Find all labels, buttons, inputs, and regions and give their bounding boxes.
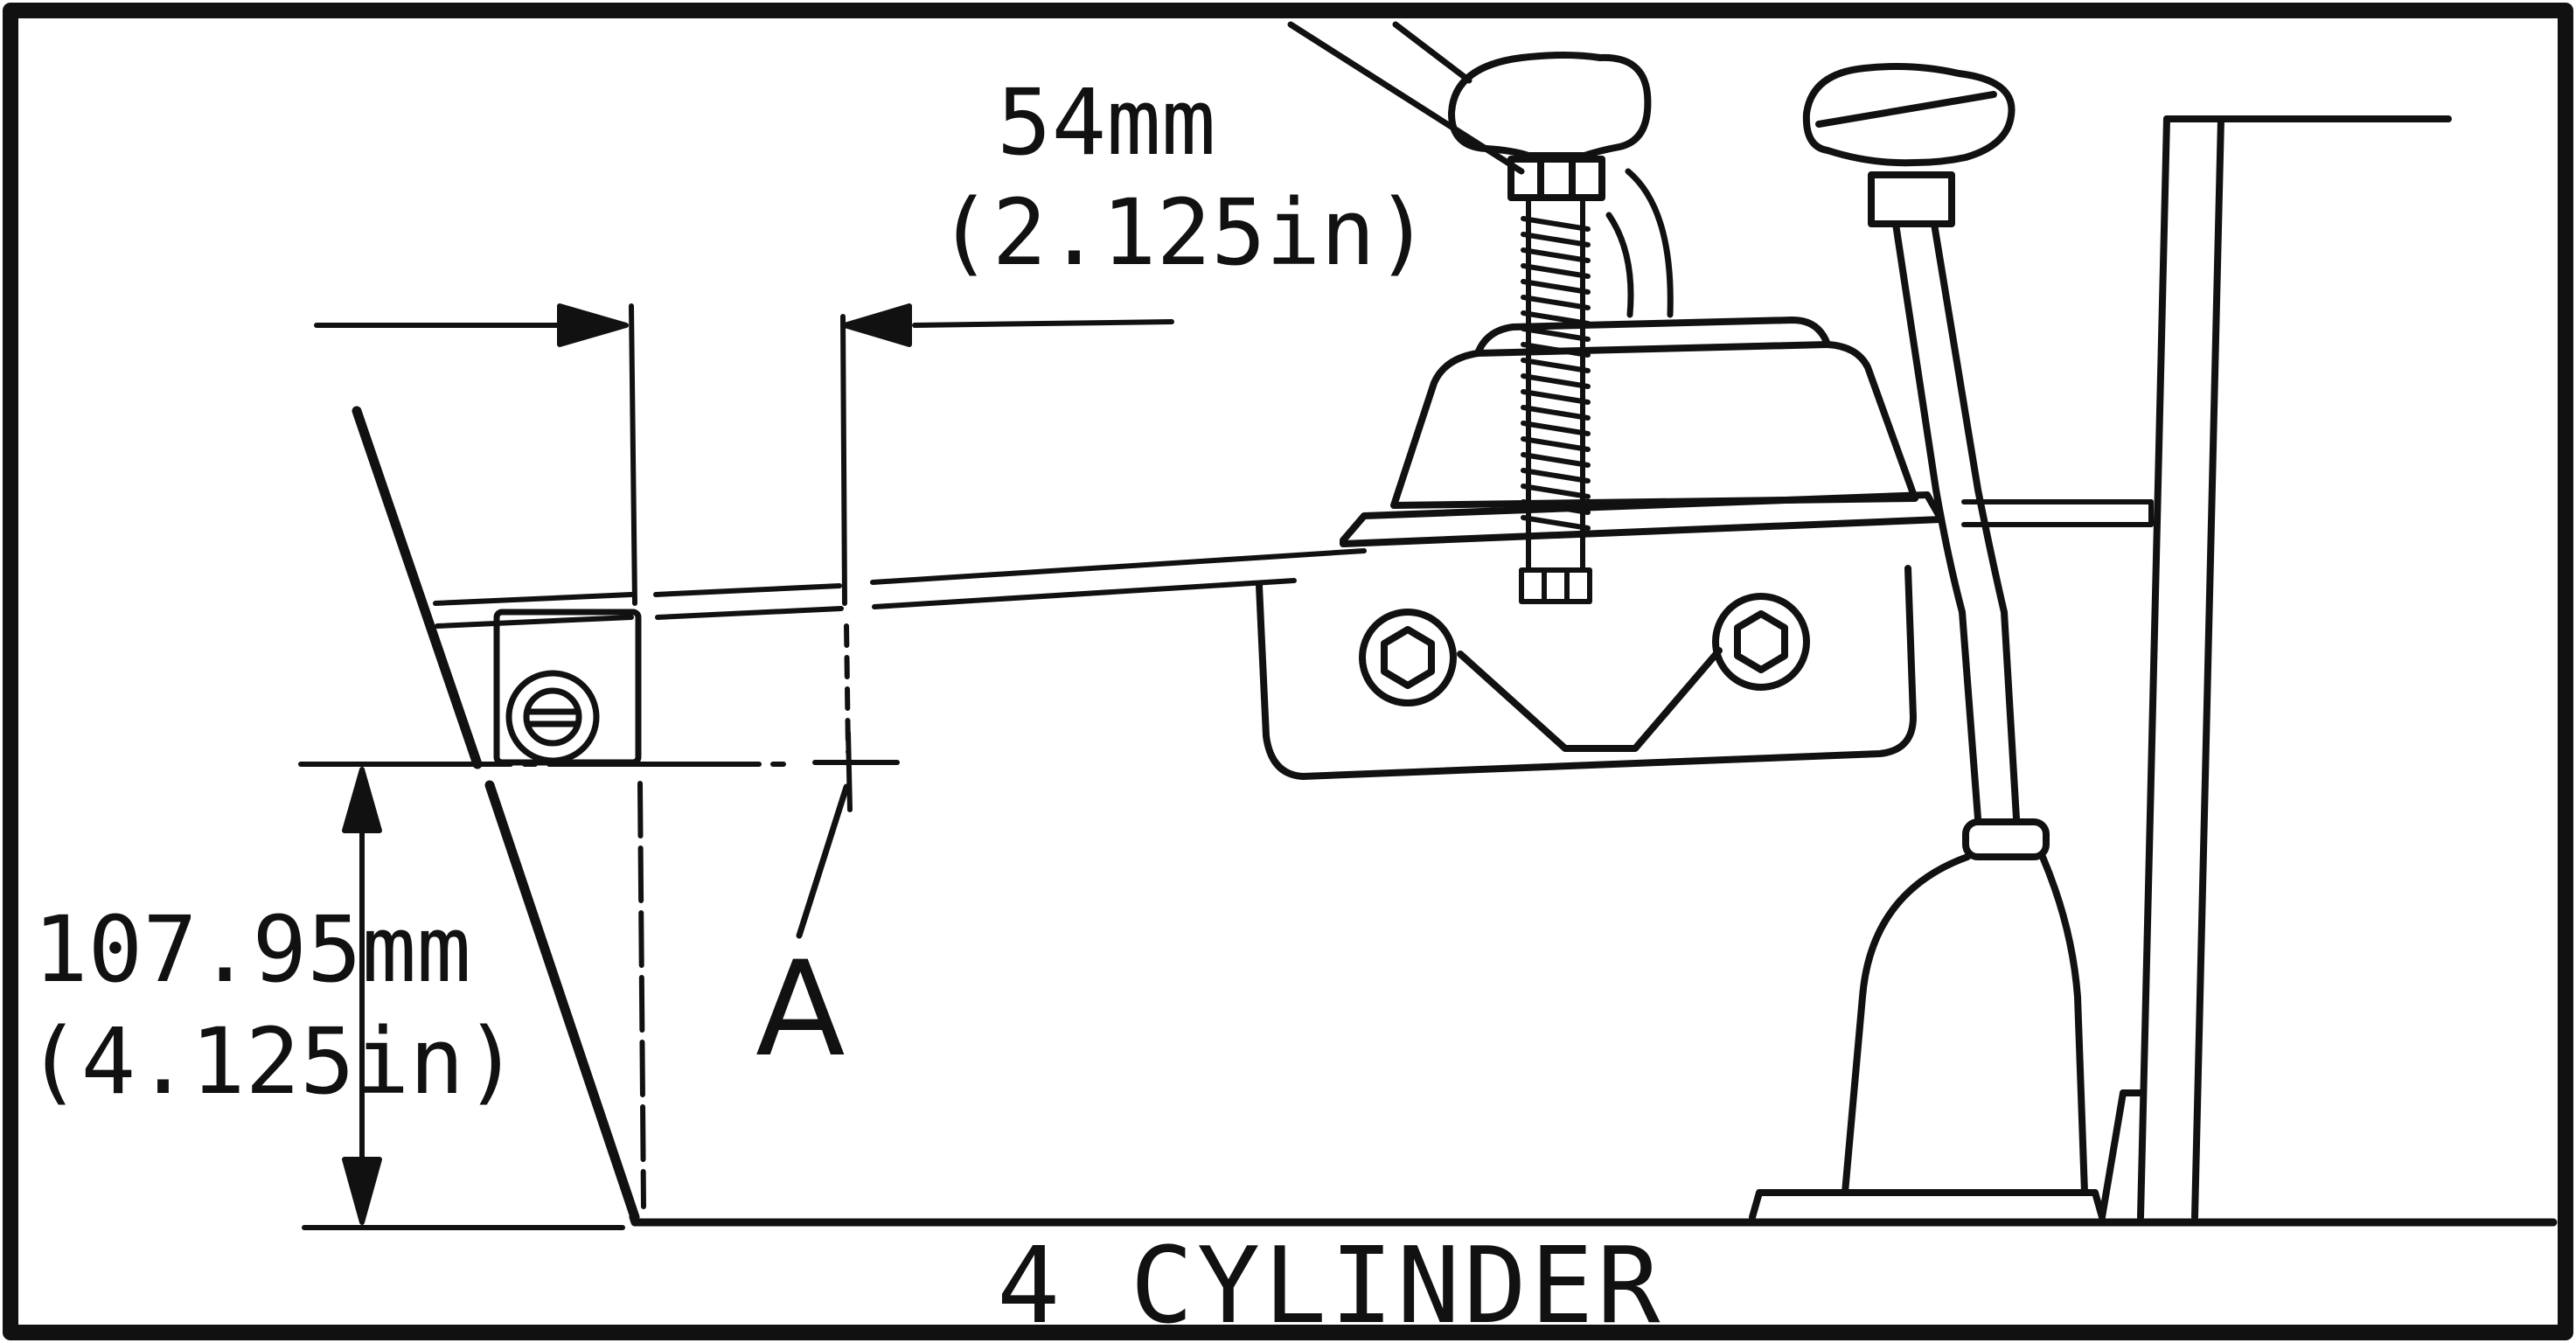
diagram-caption: 4 CYLINDER xyxy=(997,1226,1663,1343)
arrowhead-left xyxy=(842,303,912,347)
horizontal-dimension xyxy=(314,303,1174,812)
arrowhead-down xyxy=(342,1157,382,1225)
callout-a-label: A xyxy=(755,934,846,1086)
floor-panel xyxy=(629,1213,2558,1227)
vertical-dimension xyxy=(298,762,790,1230)
control-housing xyxy=(1256,317,1945,780)
control-cable xyxy=(1287,21,1674,318)
vertical-dimension-metric: 107.95mm xyxy=(33,896,471,1003)
right-panel xyxy=(2099,115,2452,1221)
vertical-dimension-imperial: (4.125in) xyxy=(26,1008,519,1115)
toe-board xyxy=(352,406,640,1222)
drawing-frame xyxy=(3,3,2573,1340)
clamp-screw xyxy=(493,609,642,766)
callout-a-leader xyxy=(796,783,850,939)
horizontal-dimension-metric: 54mm xyxy=(997,69,1215,176)
arrowhead-right xyxy=(557,303,629,347)
linkage-rod xyxy=(433,499,2154,629)
horizontal-dimension-imperial: (2.125in) xyxy=(937,179,1431,286)
hand-lever xyxy=(1749,63,2106,1221)
adjuster-knob xyxy=(1448,52,1652,201)
arrowhead-up xyxy=(342,767,382,833)
adjuster-spring xyxy=(1519,198,1592,604)
